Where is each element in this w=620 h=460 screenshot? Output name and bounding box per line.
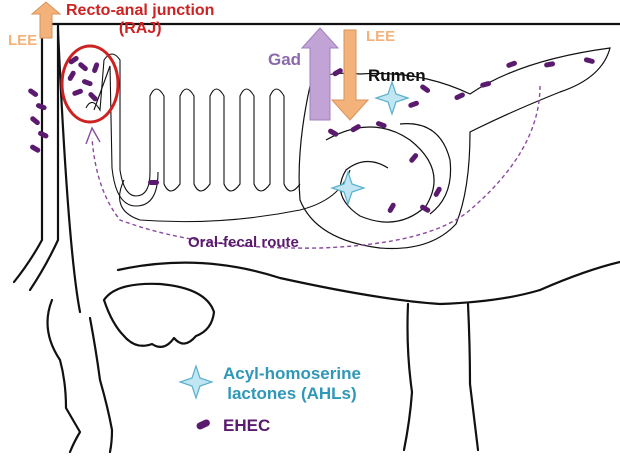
raj-label-line2: (RAJ) [118, 20, 162, 38]
oral-fecal-route-path [91, 85, 541, 249]
ehec-bacterium [332, 68, 343, 77]
cow-udder [102, 282, 216, 349]
ahl-star-rumen [374, 80, 410, 116]
ehec-bacterium [148, 180, 159, 185]
cow-belly-line [116, 261, 542, 306]
raj-circle [60, 44, 120, 124]
ehec-bacterium [328, 128, 339, 137]
ahl-star-legend [178, 364, 214, 400]
ehec-bacterium [196, 419, 210, 430]
rumen-inner-fold-2 [399, 123, 452, 215]
raj-label-line1: Recto-anal junction [66, 2, 215, 19]
rumen [298, 47, 611, 250]
ehec-bacterium [28, 88, 39, 97]
intestine-lower-loop [119, 169, 351, 223]
cow-tail-inner [28, 22, 60, 292]
ehec-bacterium [375, 121, 387, 129]
cow-tail-outer [12, 22, 44, 284]
ehec-bacterium [92, 62, 100, 74]
ehec-bacterium [78, 62, 88, 72]
ehec-bacterium [350, 124, 361, 133]
ehec-bacterium [408, 100, 419, 108]
ehec-bacterium [81, 79, 93, 87]
ehec-bacterium [433, 186, 442, 197]
ehec-bacterium [72, 88, 83, 96]
cow-hind-leg-front [46, 298, 82, 454]
ahl-label-line2: lactones (AHLs) [227, 383, 357, 403]
rumen-inner-fold [325, 126, 435, 223]
lee-arrow-down [330, 29, 370, 121]
cow-rump-line [56, 28, 82, 314]
gad-arrow-up [300, 27, 340, 121]
ehec-bacterium [420, 84, 431, 93]
ahl-legend-label: Acyl-homoserine lactones (AHLs) [223, 364, 361, 403]
ehec-bacterium [583, 57, 595, 64]
ehec-bacterium [38, 130, 49, 139]
ahl-star-lower [330, 170, 366, 206]
cow-hind-leg-back [88, 316, 114, 454]
cow-outline [12, 22, 620, 454]
ehec-bacteria [28, 55, 595, 430]
ehec-bacterium [30, 116, 40, 126]
cow-front-leg-back [466, 302, 480, 452]
cow-chest [538, 260, 620, 292]
gad-label: Gad [268, 50, 302, 69]
rumen-outer [298, 47, 611, 250]
ehec-bacterium [30, 144, 41, 153]
cow-front-leg [402, 302, 414, 452]
lee-label-right: LEE [366, 28, 396, 45]
ehec-bacterium [506, 60, 517, 68]
ehec-legend-label: EHEC [223, 416, 271, 435]
four-point-star-icon [178, 364, 214, 400]
oral-fecal-route-arrowhead [85, 126, 101, 145]
ehec-bacterium [409, 153, 419, 163]
raj-label: Recto-anal junction (RAJ) [66, 2, 214, 39]
ahl-label-line1: Acyl-homoserine [223, 364, 361, 383]
lee-arrow-left [30, 1, 62, 39]
ehec-bacterium [35, 103, 47, 111]
ehec-bacterium [480, 81, 492, 88]
rumen-label: Rumen [368, 66, 426, 85]
lee-label-left: LEE [8, 32, 38, 49]
ehec-bacterium [387, 202, 396, 213]
ehec-bacterium [454, 92, 465, 101]
ehec-bacterium [88, 92, 98, 102]
oral-fecal-route-label: Oral-fecal route [188, 234, 299, 251]
ehec-bacterium [544, 61, 556, 68]
intestine [85, 53, 351, 223]
ehec-bacterium [67, 70, 76, 81]
intestine-coils-inner [93, 65, 159, 207]
ehec-bacterium [420, 204, 431, 213]
ehec-bacterium [68, 55, 79, 65]
